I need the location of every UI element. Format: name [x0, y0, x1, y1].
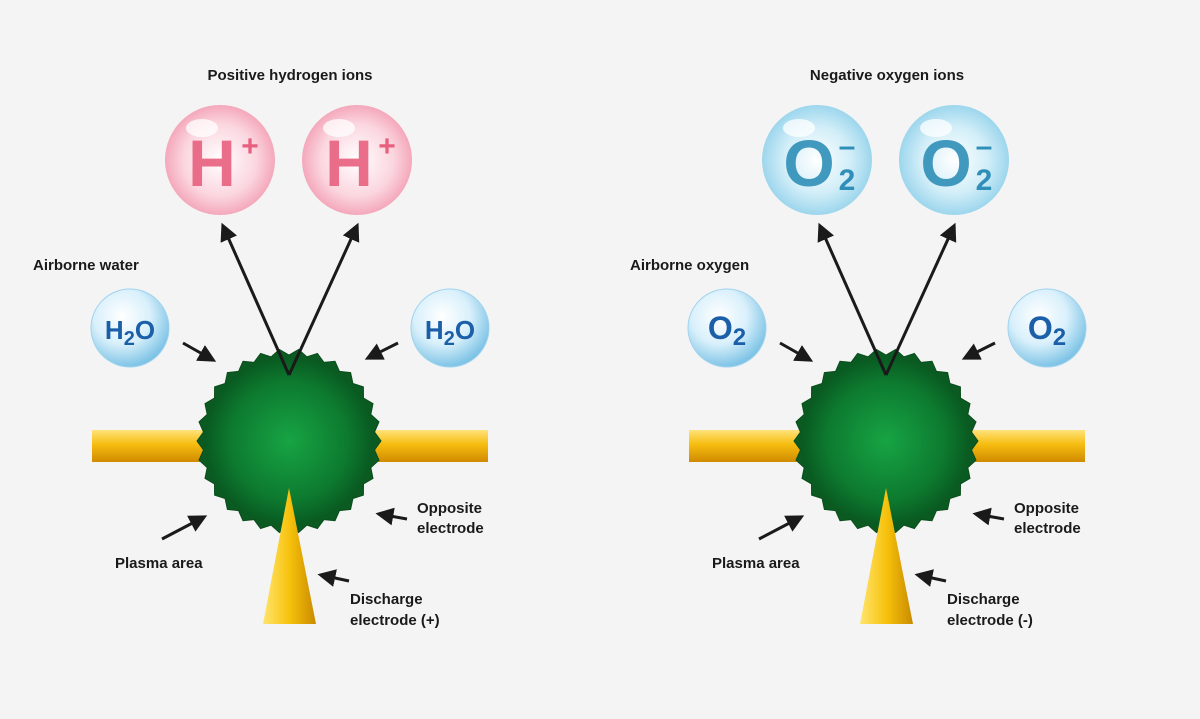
molecule-bubble: H2O: [90, 288, 170, 368]
ion-symbol: H: [325, 126, 373, 200]
opposite-electrode-right: [969, 430, 1085, 462]
discharge-electrode-line1: Discharge: [350, 591, 423, 608]
molecule-formula: O2: [1028, 310, 1066, 351]
opposite-electrode-left: [689, 430, 805, 462]
molecule-main: O: [708, 310, 733, 346]
molecule-bubble: O2: [687, 288, 767, 368]
molecule-sub: 2: [1053, 324, 1066, 351]
discharge-electrode-line2: electrode (+): [350, 612, 440, 629]
molecule-sub: 2: [444, 328, 455, 350]
plasma-sphere: [802, 357, 970, 525]
molecule-sub: 2: [733, 324, 746, 351]
ion-superscript: –: [839, 130, 856, 163]
molecule-sub: 2: [124, 328, 135, 350]
discharge-electrode: [263, 488, 316, 624]
plasma-area-label: Plasma area: [712, 555, 800, 572]
molecule-formula: H2O: [425, 315, 475, 350]
discharge-electrode-line1: Discharge: [947, 591, 1020, 608]
ion-symbol: O: [920, 126, 971, 200]
discharge-electrode: [860, 488, 913, 624]
opposite-electrode-line1: Opposite: [1014, 500, 1079, 517]
molecule-bubble: H2O: [410, 288, 490, 368]
opposite-electrode-line2: electrode: [417, 520, 484, 537]
ion-bubble: O–2: [899, 105, 1009, 215]
molecule-main: H: [105, 315, 124, 345]
plasma-area-arrow: [161, 515, 208, 541]
opposite-electrode-line1: Opposite: [417, 500, 482, 517]
ion-symbol: H: [188, 126, 236, 200]
ion-title: Positive hydrogen ions: [207, 67, 372, 84]
ion-superscript: –: [976, 130, 993, 163]
ion-bubble: O–2: [762, 105, 872, 215]
molecule-main: H: [425, 315, 444, 345]
discharge-electrode-arrow: [317, 569, 350, 587]
molecule-arrow-left: [779, 341, 814, 362]
opposite-electrode-right: [372, 430, 488, 462]
opposite-electrode-line2: electrode: [1014, 520, 1081, 537]
discharge-electrode-line2: electrode (-): [947, 612, 1033, 629]
opposite-electrode-arrow: [375, 507, 408, 526]
opposite-electrode-arrow: [972, 507, 1005, 526]
molecule-arrow-right: [364, 341, 399, 360]
molecule-label: Airborne water: [33, 257, 139, 274]
discharge-electrode-arrow: [914, 569, 947, 587]
ion-title: Negative oxygen ions: [810, 67, 964, 84]
molecule-arrow-right: [961, 341, 996, 360]
ion-arrow-right: [884, 222, 957, 376]
ion-superscript: +: [378, 130, 396, 163]
ion-subscript: 2: [839, 164, 856, 197]
molecule-tail: O: [135, 315, 155, 345]
ion-bubble: H+: [165, 105, 275, 215]
ion-arrow-left: [220, 222, 291, 376]
molecule-bubble: O2: [1007, 288, 1087, 368]
molecule-arrow-left: [182, 341, 217, 362]
ion-superscript: +: [241, 130, 259, 163]
molecule-formula: O2: [708, 310, 746, 351]
molecule-tail: O: [455, 315, 475, 345]
opposite-electrode-left: [92, 430, 208, 462]
plasma-area-arrow: [758, 515, 805, 541]
ion-bubble: H+: [302, 105, 412, 215]
molecule-main: O: [1028, 310, 1053, 346]
plasma-sphere: [205, 357, 373, 525]
ion-arrow-left: [817, 222, 888, 376]
molecule-formula: H2O: [105, 315, 155, 350]
molecule-label: Airborne oxygen: [630, 257, 749, 274]
ion-symbol: O: [783, 126, 834, 200]
plasma-area-label: Plasma area: [115, 555, 203, 572]
ion-arrow-right: [287, 222, 360, 376]
ion-subscript: 2: [976, 164, 993, 197]
